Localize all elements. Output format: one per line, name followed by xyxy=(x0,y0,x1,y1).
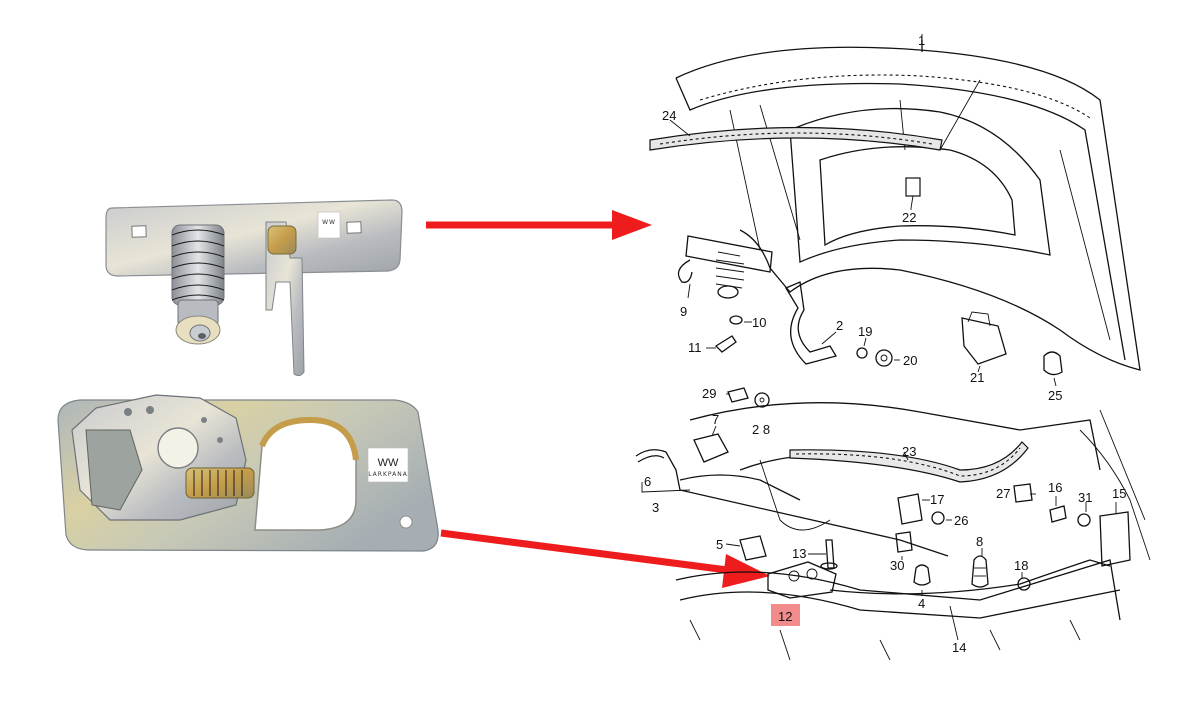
part-label-25: 25 xyxy=(1048,388,1062,403)
part-label-15: 15 xyxy=(1112,486,1126,501)
part-label-10: 10 xyxy=(752,315,766,330)
arrow-to-part-12-icon xyxy=(440,529,770,588)
part-label-16: 16 xyxy=(1048,480,1062,495)
part-label-8: 8 xyxy=(976,534,983,549)
part-label-29: 29 xyxy=(702,386,716,401)
part-label-17: 17 xyxy=(930,492,944,507)
latch-photo-top: WW xyxy=(105,199,403,377)
part-label-13: 13 xyxy=(792,546,806,561)
part-label-19: 19 xyxy=(858,324,872,339)
part-label-22: 22 xyxy=(902,210,916,225)
part-label-3: 3 xyxy=(652,500,659,515)
part-label-27: 27 xyxy=(996,486,1010,501)
part-label-12: 12 xyxy=(778,609,792,624)
part-label-21: 21 xyxy=(970,370,984,385)
part-label-24: 24 xyxy=(662,108,676,123)
highlight-part-12 xyxy=(771,604,800,626)
part-label-1: 1 xyxy=(918,33,925,48)
part-label-5: 5 xyxy=(716,537,723,552)
part-label-28: 2 8 xyxy=(752,422,770,437)
arrow-to-hood-latch-icon xyxy=(426,210,652,240)
part-label-26: 26 xyxy=(954,513,968,528)
hood-exploded-diagram: 1 24 22 9 10 11 2 19 20 21 25 29 2 8 7 2… xyxy=(635,33,1151,661)
part-label-4: 4 xyxy=(918,596,925,611)
brand-text: LARKPANA xyxy=(368,471,408,478)
latch-photo-bottom: WW LARKPANA xyxy=(57,394,439,552)
part-label-14: 14 xyxy=(952,640,966,655)
part-label-20: 20 xyxy=(903,353,917,368)
part-label-6: 6 xyxy=(644,474,651,489)
brand-tag-top-icon: WW xyxy=(322,219,336,226)
part-label-31: 31 xyxy=(1078,490,1092,505)
part-label-11: 11 xyxy=(688,340,702,355)
part-label-18: 18 xyxy=(1014,558,1028,573)
part-label-9: 9 xyxy=(680,304,687,319)
brand-tag-bottom-icon: WW xyxy=(378,457,399,469)
part-label-7: 7 xyxy=(712,412,719,427)
part-label-30: 30 xyxy=(890,558,904,573)
part-label-23: 23 xyxy=(902,444,916,459)
part-label-2: 2 xyxy=(836,318,843,333)
